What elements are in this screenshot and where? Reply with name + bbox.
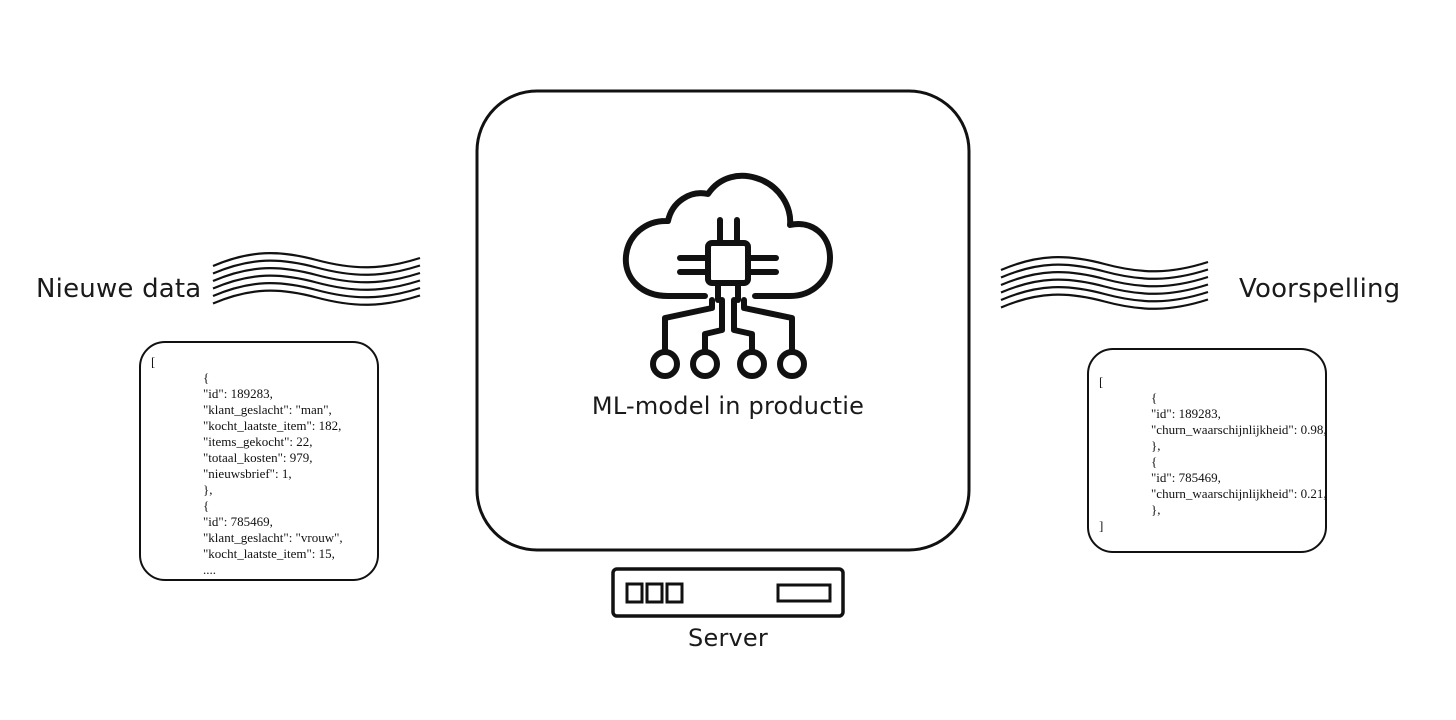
code-line: "churn_waarschijnlijkheid": 0.21, bbox=[1151, 486, 1327, 501]
output-label: Voorspelling bbox=[1239, 274, 1401, 304]
code-line: "items_gekocht": 22, bbox=[203, 434, 313, 449]
code-line: { bbox=[203, 370, 210, 385]
code-line: "klant_geslacht": "vrouw", bbox=[203, 530, 343, 545]
wave-line bbox=[212, 282, 421, 299]
code-line: }, bbox=[1151, 438, 1161, 453]
code-line: { bbox=[1151, 390, 1158, 405]
code-line: "churn_waarschijnlijkheid": 0.98, bbox=[1151, 422, 1327, 437]
wave-line bbox=[212, 289, 421, 306]
wave-line bbox=[1000, 278, 1209, 295]
server-label: Server bbox=[688, 624, 768, 652]
output-json-lines: [{"id": 189283,"churn_waarschijnlijkheid… bbox=[1099, 374, 1327, 534]
code-line: }, bbox=[1151, 502, 1161, 517]
code-line: { bbox=[1151, 454, 1158, 469]
wave-line bbox=[1000, 293, 1209, 310]
code-line: "kocht_laatste_item": 182, bbox=[203, 418, 342, 433]
input-json-box: [{"id": 189283,"klant_geslacht": "man","… bbox=[139, 341, 379, 581]
wave-line bbox=[212, 274, 421, 291]
code-line: }, bbox=[203, 482, 213, 497]
wavy-lines-icon bbox=[1000, 256, 1209, 310]
wave-line bbox=[1000, 263, 1209, 280]
wave-line bbox=[1000, 256, 1209, 273]
code-line: { bbox=[203, 498, 210, 513]
wave-line bbox=[1000, 286, 1209, 303]
wave-line bbox=[212, 252, 421, 269]
code-line: "klant_geslacht": "man", bbox=[203, 402, 332, 417]
code-line: [ bbox=[1099, 374, 1104, 389]
input-json-lines: [{"id": 189283,"klant_geslacht": "man","… bbox=[151, 354, 343, 578]
code-line: "id": 785469, bbox=[203, 514, 273, 529]
code-line: "id": 189283, bbox=[203, 386, 273, 401]
code-line: "id": 189283, bbox=[1151, 406, 1221, 421]
code-line: "id": 785469, bbox=[1151, 470, 1221, 485]
code-line: ] bbox=[1099, 518, 1104, 533]
wave-line bbox=[212, 259, 421, 276]
code-line: "kocht_laatste_item": 15, bbox=[203, 546, 335, 561]
wave-line bbox=[1000, 271, 1209, 288]
cloud-chip-circuit-icon bbox=[622, 172, 833, 379]
code-line: "nieuwsbrief": 1, bbox=[203, 466, 292, 481]
model-label: ML-model in productie bbox=[591, 392, 865, 420]
code-line: [ bbox=[151, 354, 156, 369]
code-line: "totaal_kosten": 979, bbox=[203, 450, 313, 465]
input-label: Nieuwe data bbox=[36, 274, 202, 304]
output-json-box: [{"id": 189283,"churn_waarschijnlijkheid… bbox=[1087, 348, 1327, 553]
code-line: .... bbox=[203, 562, 216, 577]
server-rack-icon bbox=[611, 567, 845, 618]
wave-line bbox=[212, 267, 421, 284]
wavy-lines-icon bbox=[212, 252, 421, 306]
